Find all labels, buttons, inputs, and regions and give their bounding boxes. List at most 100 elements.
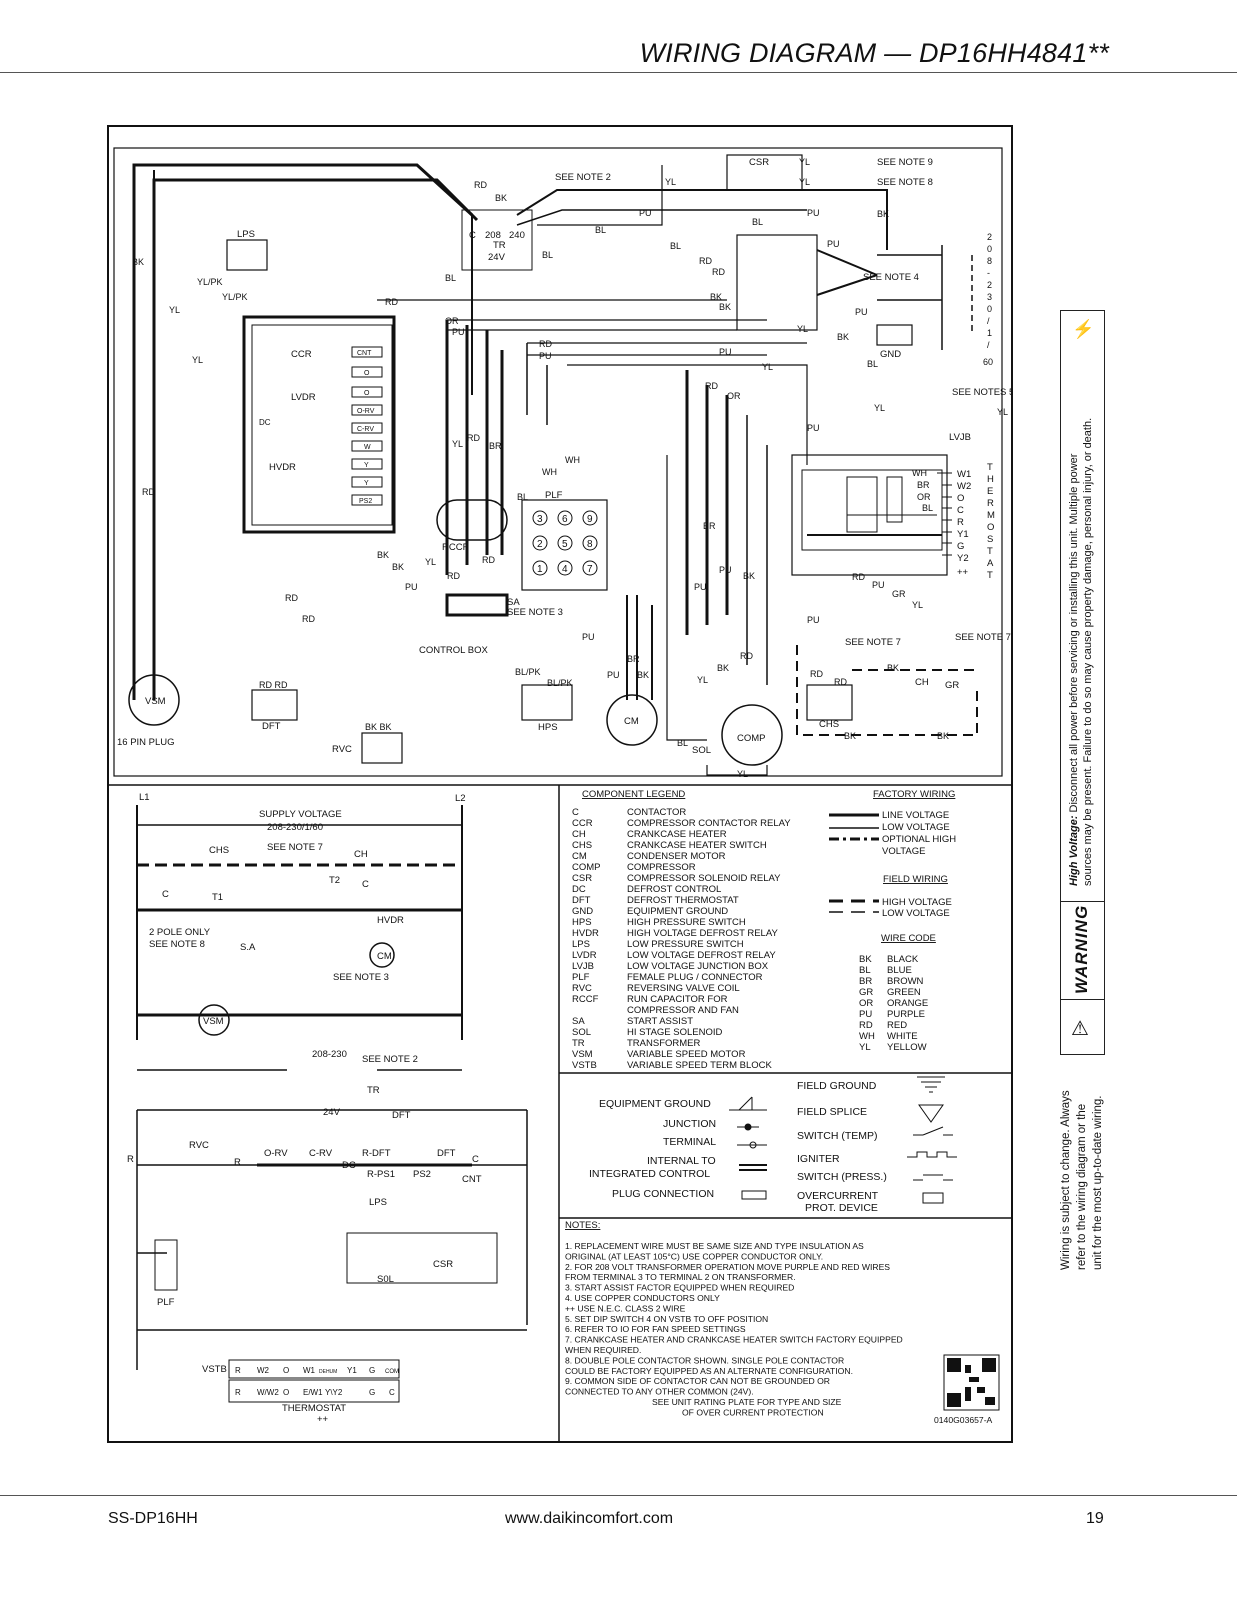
svg-text:G: G bbox=[369, 1388, 375, 1397]
svg-text:YL: YL bbox=[762, 362, 773, 372]
note-line: WHEN REQUIRED. bbox=[565, 1345, 641, 1355]
notes-list: 1. REPLACEMENT WIRE MUST BE SAME SIZE AN… bbox=[565, 1241, 903, 1417]
svg-text:YL: YL bbox=[452, 439, 463, 449]
svg-text:T2: T2 bbox=[329, 875, 340, 886]
vsm-label: VSM bbox=[145, 696, 166, 707]
svg-text:Y: Y bbox=[364, 480, 369, 487]
svg-text:R: R bbox=[987, 498, 994, 509]
csr-label: CSR bbox=[749, 157, 769, 168]
svg-text:R-DFT: R-DFT bbox=[362, 1148, 391, 1159]
legend-desc: CONTACTOR bbox=[627, 807, 686, 818]
svg-text:Y2: Y2 bbox=[957, 553, 969, 564]
legend-desc: COMPRESSOR CONTACTOR RELAY bbox=[627, 818, 791, 829]
legend-abbr: VSM bbox=[572, 1049, 593, 1060]
svg-text:7: 7 bbox=[587, 564, 593, 575]
svg-text:G: G bbox=[369, 1366, 375, 1375]
svg-text:BK: BK bbox=[717, 663, 729, 673]
svg-text:PU: PU bbox=[719, 565, 732, 575]
svg-text:WH: WH bbox=[912, 468, 927, 478]
ladder-labels: L1 L2 SUPPLY VOLTAGE 208-230/1/60 SEE NO… bbox=[127, 792, 482, 1425]
warning-text: High Voltage: Disconnect all power befor… bbox=[1068, 417, 1094, 886]
svg-text:PU: PU bbox=[807, 615, 820, 625]
note-line: 2. FOR 208 VOLT TRANSFORMER OPERATION MO… bbox=[565, 1262, 890, 1272]
legend-abbr: TR bbox=[572, 1038, 585, 1049]
svg-text:Y\Y2: Y\Y2 bbox=[325, 1388, 343, 1397]
lvdr-label: LVDR bbox=[291, 392, 316, 403]
lps-label: LPS bbox=[237, 229, 255, 240]
comp-label: COMP bbox=[737, 733, 766, 744]
svg-text:1: 1 bbox=[537, 564, 543, 575]
svg-text:O: O bbox=[957, 493, 964, 504]
svg-text:2: 2 bbox=[987, 280, 992, 290]
svg-text:C: C bbox=[162, 889, 169, 900]
wire-code-abbr: PU bbox=[859, 1009, 872, 1020]
svg-text:RD: RD bbox=[539, 339, 552, 349]
see-note-4-label: SEE NOTE 4 bbox=[863, 272, 919, 283]
wire-code-color: BROWN bbox=[887, 976, 924, 987]
svg-text:/: / bbox=[987, 340, 990, 350]
legend-abbr: CHS bbox=[572, 840, 592, 851]
svg-text:BK: BK bbox=[132, 257, 144, 267]
caution-triangle-icon: ⚠ bbox=[1071, 1018, 1089, 1040]
svg-text:YL/PK: YL/PK bbox=[222, 292, 248, 302]
factory-wiring-items: LINE VOLTAGE LOW VOLTAGE OPTIONAL HIGH V… bbox=[829, 810, 956, 857]
svg-text:-: - bbox=[987, 268, 990, 278]
schematic-labels: SEE NOTE 2 SEE NOTE 9 SEE NOTE 8 SEE NOT… bbox=[117, 157, 1013, 756]
thermostat-terminals: W1 W2 O C R Y1 G Y2 ++ bbox=[957, 469, 971, 578]
note-line: ORIGINAL (AT LEAST 105°C) USE COPPER CON… bbox=[565, 1251, 823, 1261]
legend-desc: LOW PRESSURE SWITCH bbox=[627, 939, 744, 950]
svg-text:T: T bbox=[987, 570, 993, 581]
website-link[interactable]: www.daikincomfort.com bbox=[505, 1510, 674, 1527]
svg-text:Y: Y bbox=[364, 462, 369, 469]
see-note-3-label: SEE NOTE 3 bbox=[507, 607, 563, 618]
gr-label: GR bbox=[945, 680, 959, 691]
svg-text:O: O bbox=[987, 522, 994, 533]
svg-text:8: 8 bbox=[587, 539, 593, 550]
svg-text:RD: RD bbox=[285, 593, 298, 603]
svg-text:PU: PU bbox=[639, 208, 652, 218]
legend-abbr: HPS bbox=[572, 917, 592, 928]
high-voltage-icon: ⚡ bbox=[1072, 319, 1095, 339]
svg-text:CM: CM bbox=[377, 951, 392, 962]
ladder-wires bbox=[136, 805, 528, 1403]
ch-label: CH bbox=[915, 677, 929, 688]
note-line: OF OVER CURRENT PROTECTION bbox=[682, 1407, 824, 1417]
svg-text:RD: RD bbox=[467, 433, 480, 443]
svg-text:W/W2: W/W2 bbox=[257, 1388, 279, 1397]
svg-text:8: 8 bbox=[987, 256, 992, 266]
svg-text:0: 0 bbox=[987, 244, 992, 254]
svg-text:++: ++ bbox=[957, 567, 969, 578]
svg-text:0: 0 bbox=[987, 304, 992, 314]
legend-desc: COMPRESSOR bbox=[627, 862, 696, 873]
svg-text:WH: WH bbox=[565, 455, 580, 465]
svg-text:CHS: CHS bbox=[209, 845, 229, 856]
legend-abbr: DC bbox=[572, 884, 586, 895]
legend-desc: REVERSING VALVE COIL bbox=[627, 983, 740, 994]
svg-text:A: A bbox=[987, 558, 994, 569]
svg-text:O: O bbox=[283, 1388, 289, 1397]
schematic-border bbox=[113, 147, 1003, 777]
svg-text:THERMOSTAT: THERMOSTAT bbox=[282, 1403, 346, 1414]
svg-text:O: O bbox=[364, 390, 370, 397]
svg-text:OR: OR bbox=[917, 492, 931, 502]
cm-label: CM bbox=[624, 716, 639, 727]
svg-text:YL/PK: YL/PK bbox=[197, 277, 223, 287]
svg-text:PU: PU bbox=[539, 351, 552, 361]
svg-text:CNT: CNT bbox=[462, 1174, 482, 1185]
svg-text:PLUG CONNECTION: PLUG CONNECTION bbox=[612, 1188, 714, 1200]
svg-text:O: O bbox=[364, 370, 370, 377]
svg-text:Y1: Y1 bbox=[957, 529, 969, 540]
legend-abbr: LPS bbox=[572, 939, 590, 950]
notes-title: NOTES: bbox=[565, 1220, 600, 1231]
svg-text:RD: RD bbox=[302, 614, 315, 624]
svg-text:PU: PU bbox=[607, 670, 620, 680]
legend-abbr: VSTB bbox=[572, 1060, 597, 1071]
legend-abbr: DFT bbox=[572, 895, 591, 906]
supply-vertical-label: 208 -23 0/1 /60 bbox=[983, 232, 993, 367]
svg-text:60: 60 bbox=[983, 357, 993, 367]
svg-text:JUNCTION: JUNCTION bbox=[663, 1118, 716, 1130]
svg-text:H: H bbox=[987, 474, 994, 485]
legend-desc: HIGH PRESSURE SWITCH bbox=[627, 917, 746, 928]
see-note-2-label: SEE NOTE 2 bbox=[555, 172, 611, 183]
svg-text:T1: T1 bbox=[212, 892, 223, 903]
